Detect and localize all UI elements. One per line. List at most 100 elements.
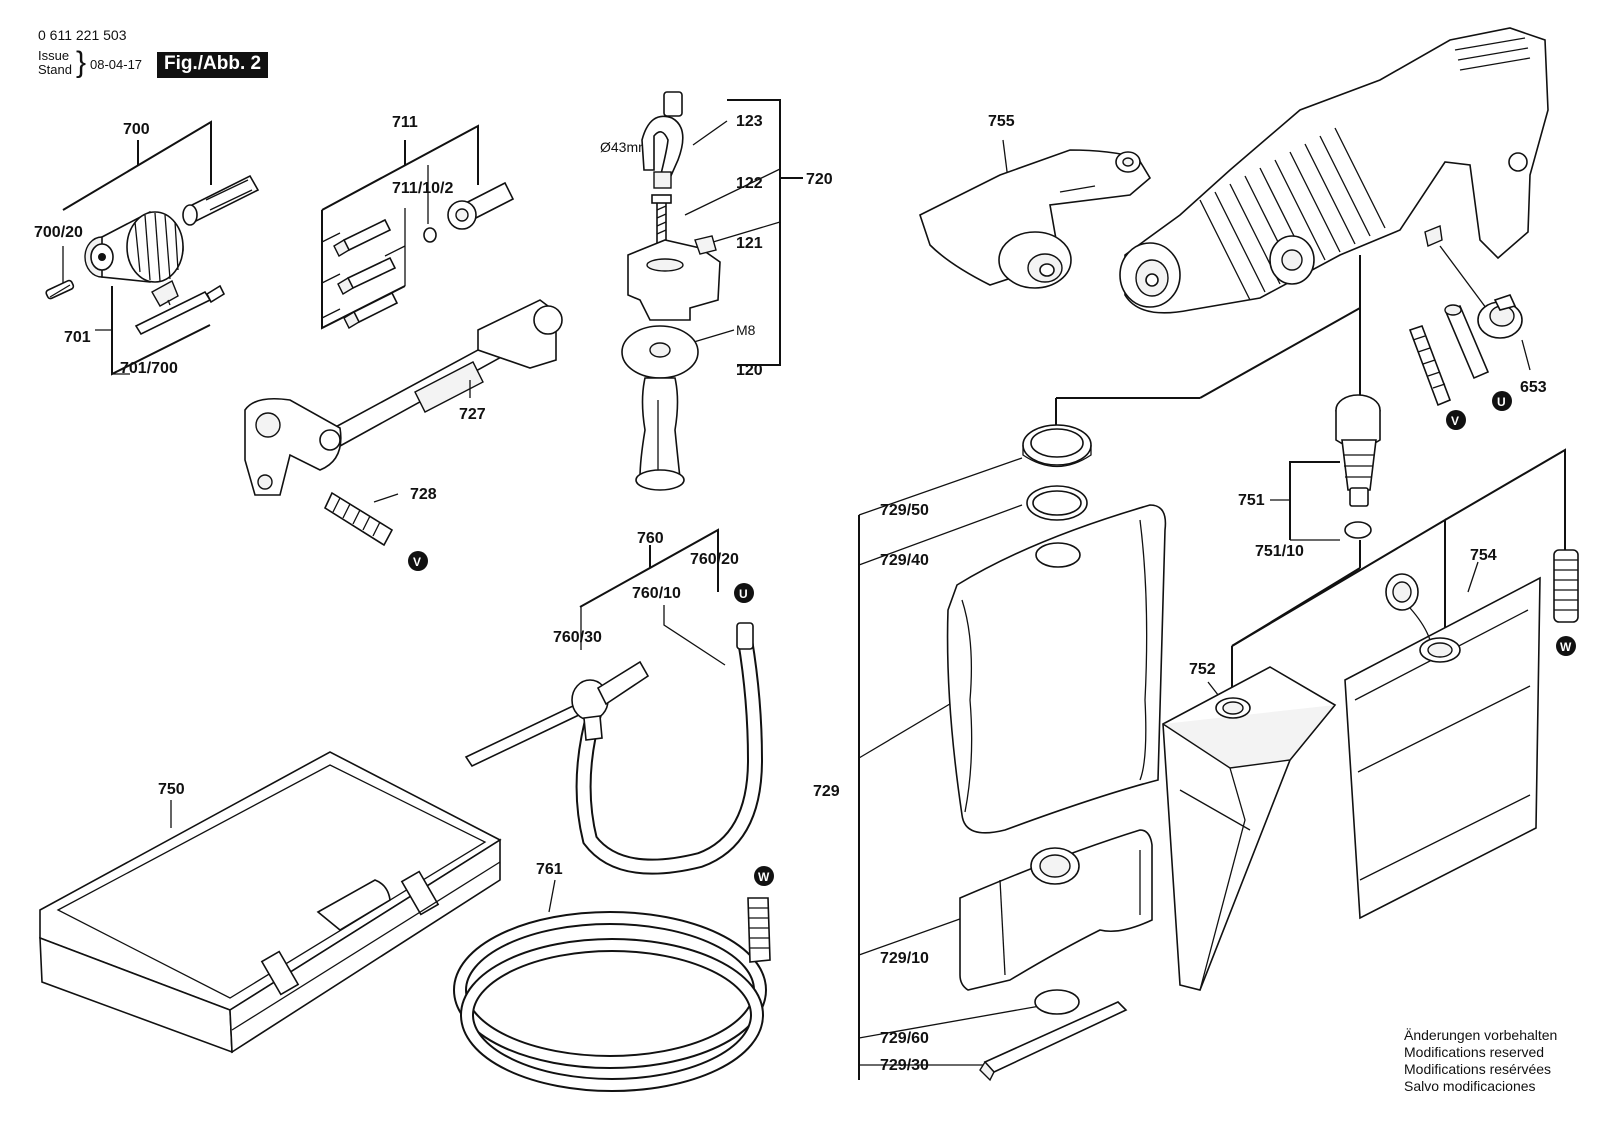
- carbon-brush-spring-part: [1408, 324, 1452, 407]
- label-653: 653: [1520, 379, 1547, 396]
- marker-v-653: V: [1451, 414, 1459, 428]
- carbon-brush-part: [1444, 304, 1490, 380]
- clamp-piece-part: [627, 235, 721, 321]
- label-711: 711: [392, 114, 418, 131]
- marker-u-760: U: [739, 587, 748, 601]
- note-french: Modifications resérvées: [1404, 1061, 1552, 1077]
- side-handle-part: [621, 325, 699, 491]
- leader-720: [727, 99, 781, 366]
- label-760-20: 760/20: [690, 551, 739, 568]
- carrying-case-part: [39, 751, 502, 1054]
- carrying-case-group: 750: [39, 751, 502, 1054]
- label-727: 727: [459, 406, 486, 423]
- bit-phillips-2-part: [337, 256, 397, 295]
- label-700: 700: [123, 121, 150, 138]
- screwdriver-bits-group: 711 711/10/2: [321, 114, 515, 330]
- label-751: 751: [1238, 492, 1265, 509]
- label-760-30: 760/30: [553, 629, 602, 646]
- chuck-assembly-group: 700 700/20: [34, 120, 260, 377]
- suction-nozzle-part: [1335, 394, 1381, 507]
- label-123: 123: [736, 113, 763, 130]
- o-ring-751-10-part: [1344, 521, 1372, 539]
- label-752: 752: [1189, 661, 1216, 678]
- water-hose-part: [575, 622, 764, 875]
- container-base-part: [959, 829, 1153, 991]
- marker-u-653: U: [1497, 395, 1506, 409]
- extraction-hose-coil-part: [453, 897, 771, 1092]
- retaining-ring-part: [423, 227, 437, 243]
- spring-w-part: [1553, 549, 1579, 623]
- water-hose-group: 760 760/20 760/10 760/30 U: [464, 528, 764, 875]
- suction-nozzle-group: 751 751/10: [1231, 255, 1381, 706]
- depth-spring-part: [323, 491, 394, 547]
- rotary-hammer-body-group: 653 V U: [1119, 27, 1549, 430]
- bit-phillips-1-part: [333, 218, 392, 257]
- chuck-key-part: [134, 280, 226, 336]
- label-728: 728: [410, 486, 437, 503]
- figure-label: Fig./Abb. 2: [157, 52, 269, 78]
- filter-bag-container-part: [946, 504, 1167, 834]
- label-720: 720: [806, 171, 833, 188]
- label-120: 120: [736, 362, 763, 379]
- issue-stand-labels: Issue Stand: [38, 49, 72, 77]
- label-121: 121: [736, 235, 763, 252]
- document-number: 0 611 221 503: [38, 27, 127, 43]
- issue-label: Issue: [38, 48, 70, 63]
- brace-glyph: }: [76, 46, 87, 79]
- stand-label: Stand: [38, 62, 72, 77]
- label-701-700: 701/700: [120, 360, 178, 377]
- note-english: Modifications reserved: [1404, 1044, 1545, 1060]
- label-700-20: 700/20: [34, 224, 83, 241]
- label-122: 122: [736, 175, 763, 192]
- extraction-hose-group: 761 W: [453, 861, 774, 1092]
- conical-filter-bag-part: [1162, 666, 1337, 991]
- label-750: 750: [158, 781, 185, 798]
- angle-attachment-group: 755: [919, 113, 1152, 289]
- label-760-10: 760/10: [632, 585, 681, 602]
- label-729-10: 729/10: [880, 950, 929, 967]
- label-diameter-43mm: Ø43mm: [600, 139, 650, 155]
- seal-ring-729-50-part: [1022, 424, 1092, 468]
- brush-cap-part: [1477, 294, 1523, 339]
- leader-700: [62, 120, 212, 211]
- auxiliary-handle-group: 720 123 122 121 120 Ø43mm M8: [600, 91, 833, 491]
- seal-ring-729-40-part: [1026, 485, 1088, 521]
- label-729-30: 729/30: [880, 1057, 929, 1074]
- label-754: 754: [1470, 547, 1497, 564]
- label-711-10-2: 711/10/2: [392, 180, 454, 197]
- angle-attachment-part: [919, 149, 1152, 289]
- drill-chuck-part: [84, 211, 184, 283]
- label-760: 760: [637, 530, 664, 547]
- filter-bag-group: 752 754: [1162, 448, 1579, 991]
- chuck-screw-part: [45, 279, 75, 300]
- leader-760: [579, 528, 719, 608]
- water-adapter-part: [464, 660, 650, 768]
- clamp-band-part: [641, 91, 684, 189]
- label-751-10: 751/10: [1255, 543, 1304, 560]
- marker-w-761: W: [758, 870, 770, 884]
- issue-date: 08-04-17: [90, 57, 143, 72]
- note-german: Änderungen vorbehalten: [1404, 1027, 1558, 1043]
- bit-holder-part: [447, 181, 515, 230]
- clamp-screw-part: [651, 194, 672, 245]
- seal-strip-729-30-part: [979, 1001, 1128, 1082]
- disposable-dust-bag-part: [1344, 573, 1541, 920]
- label-755: 755: [988, 113, 1015, 130]
- sds-adapter-part: [182, 174, 260, 226]
- note-spanish: Salvo modificaciones: [1404, 1078, 1536, 1094]
- modifications-notice: Änderungen vorbehalten Modifications res…: [1404, 1027, 1557, 1095]
- label-729-40: 729/40: [880, 552, 929, 569]
- bit-slotted-part: [343, 291, 399, 329]
- label-729-60: 729/60: [880, 1030, 929, 1047]
- label-729-50: 729/50: [880, 502, 929, 519]
- dust-box-group: 729/50 729/40 729 729/10 729/60 729/30: [813, 307, 1361, 1082]
- marker-w-754: W: [1560, 640, 1572, 654]
- label-m8: M8: [736, 322, 756, 338]
- label-701: 701: [64, 329, 91, 346]
- depth-stop-guide-group: 727 728 V: [244, 299, 563, 571]
- rotary-hammer-part: [1119, 27, 1549, 314]
- marker-v-728: V: [413, 555, 421, 569]
- label-761: 761: [536, 861, 563, 878]
